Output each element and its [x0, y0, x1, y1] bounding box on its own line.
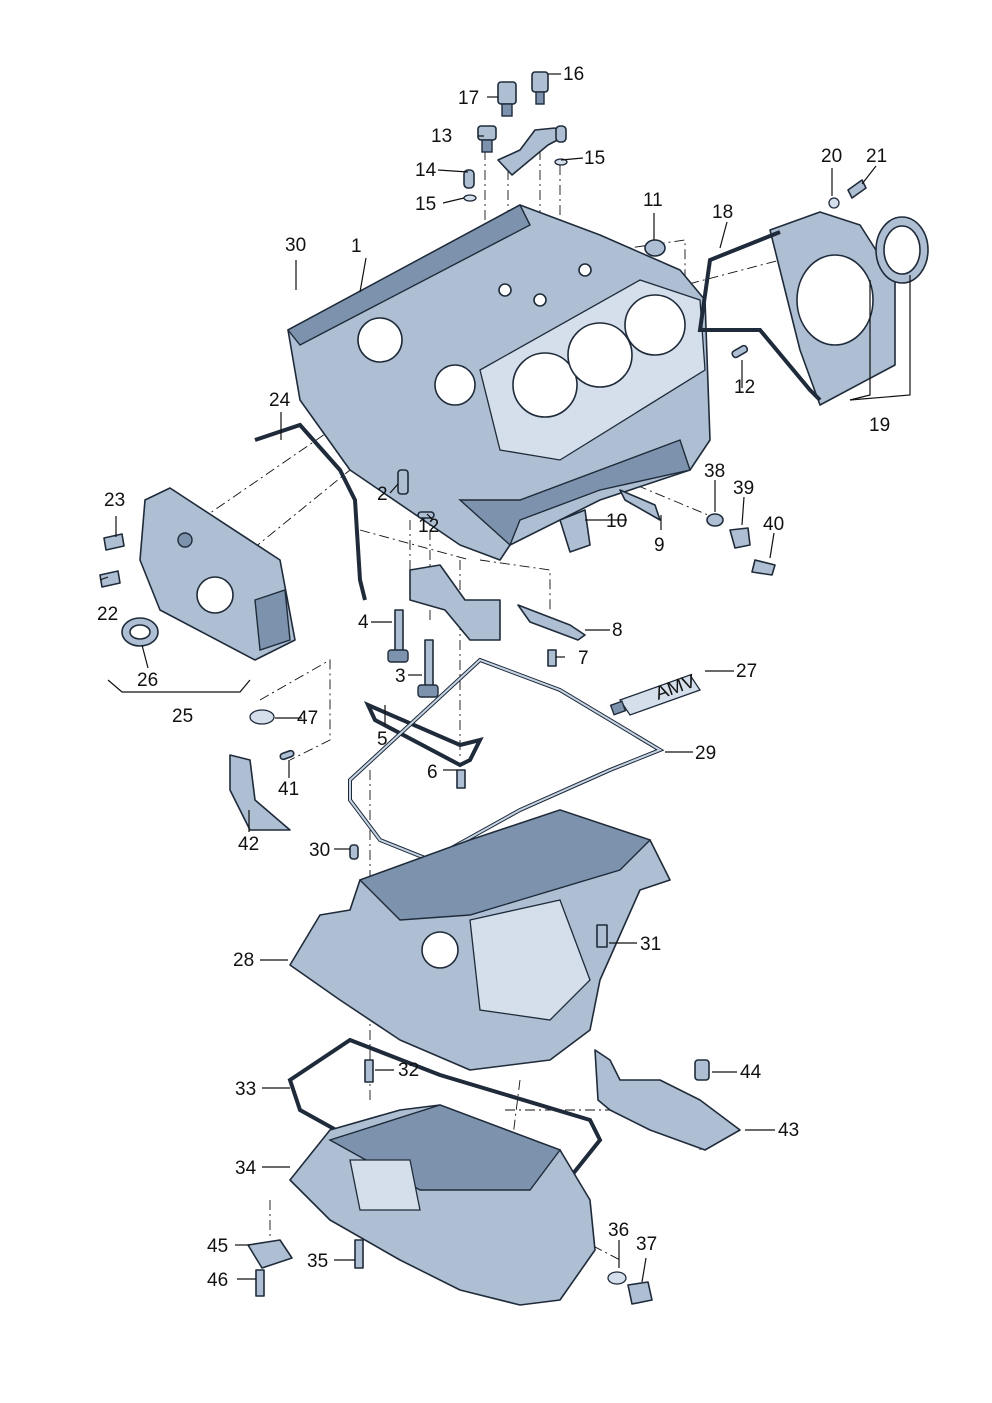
callout-15-left: 15: [415, 194, 436, 215]
callout-27: 27: [736, 661, 757, 682]
callout-15-right: 15: [584, 148, 605, 169]
callout-47: 47: [297, 708, 318, 729]
callout-1: 1: [351, 236, 362, 257]
callout-34: 34: [235, 1158, 257, 1179]
callout-35: 35: [307, 1251, 328, 1272]
callout-30-bottom: 30: [309, 840, 330, 861]
callout-44: 44: [740, 1062, 762, 1083]
callout-25: 25: [172, 706, 193, 727]
callout-40: 40: [763, 514, 784, 535]
callout-10: 10: [606, 511, 627, 532]
rear-seal-flange: [644, 179, 929, 406]
upper-gaskets: [348, 657, 665, 863]
callout-11: 11: [643, 190, 663, 211]
sealant-tube-label: AMV: [653, 671, 699, 705]
callout-14: 14: [415, 160, 437, 181]
callout-12-bottom: 12: [418, 516, 439, 537]
callout-13: 13: [431, 126, 452, 147]
callout-43: 43: [778, 1120, 799, 1141]
callout-45: 45: [207, 1236, 228, 1257]
callout-2: 2: [377, 484, 388, 505]
callout-36: 36: [608, 1220, 629, 1241]
callout-3: 3: [395, 666, 406, 687]
callout-26: 26: [137, 670, 158, 691]
callout-6: 6: [427, 762, 438, 783]
callout-7: 7: [578, 648, 589, 669]
callout-8: 8: [612, 620, 623, 641]
callout-21: 21: [866, 146, 887, 167]
callout-22: 22: [97, 604, 118, 625]
callout-23: 23: [104, 490, 125, 511]
leader-lines: [99, 73, 911, 1283]
main-bearing-parts: [387, 469, 776, 698]
callout-41: 41: [278, 779, 299, 800]
callout-4: 4: [358, 612, 369, 633]
callout-29: 29: [695, 743, 716, 764]
callout-19: 19: [869, 415, 890, 436]
breather-parts: [463, 71, 568, 202]
callouts: 1 2 3 4 5 6 7 8 9 10 11 12 12 13 14 15 1…: [97, 64, 890, 1291]
callout-33: 33: [235, 1079, 256, 1100]
callout-46: 46: [207, 1270, 228, 1291]
oil-baffle: [594, 1049, 741, 1151]
callout-31: 31: [640, 934, 661, 955]
callout-32: 32: [398, 1060, 419, 1081]
callout-16: 16: [563, 64, 584, 85]
upper-oil-pan: [289, 809, 671, 1083]
callout-28: 28: [233, 950, 254, 971]
engine-block: [286, 204, 711, 561]
callout-42: 42: [238, 834, 259, 855]
callout-37: 37: [636, 1234, 657, 1255]
callout-9: 9: [654, 535, 665, 556]
callout-20: 20: [821, 146, 842, 167]
callout-5: 5: [377, 729, 388, 750]
callout-18: 18: [712, 202, 733, 223]
sealant-tube: AMV: [609, 671, 702, 716]
callout-17: 17: [458, 88, 479, 109]
callout-12-top: 12: [734, 377, 755, 398]
callout-39: 39: [733, 478, 754, 499]
oil-pump-cover: [99, 422, 367, 831]
callout-30-top: 30: [285, 235, 306, 256]
lower-oil-pan: [247, 1037, 653, 1306]
callout-24: 24: [269, 390, 291, 411]
callout-38: 38: [704, 461, 725, 482]
